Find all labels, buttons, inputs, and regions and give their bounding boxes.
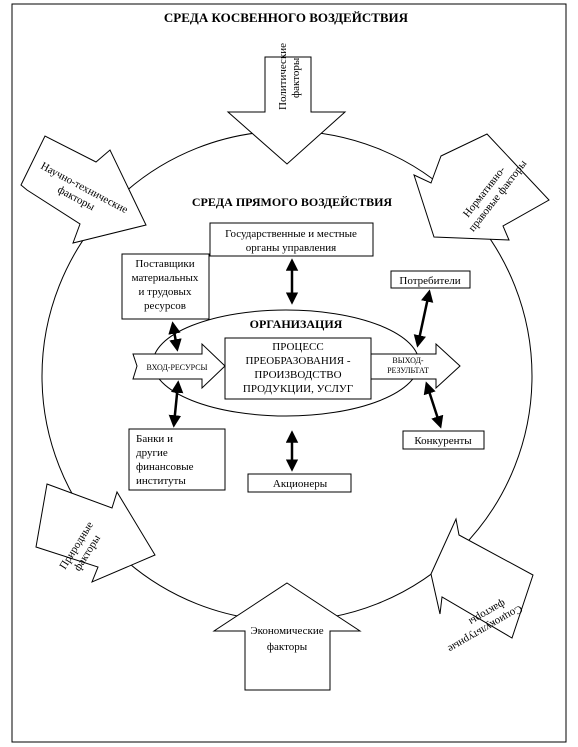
input-label: ВХОД-РЕСУРСЫ	[146, 363, 207, 372]
organization-label: ОРГАНИЗАЦИЯ	[250, 317, 343, 331]
economic-factors-label-1: Экономические	[250, 625, 323, 637]
suppliers-line-3: и трудовых	[139, 286, 192, 298]
suppliers-box	[121, 253, 210, 320]
government-line-2: органы управления	[246, 242, 336, 254]
economic-factors-arrow: Экономические факторы	[212, 582, 362, 691]
political-factors-arrow: Политические факторы	[226, 43, 347, 165]
process-line-2: ПРЕОБРАЗОВАНИЯ -	[245, 355, 350, 367]
banks-line-1: Банки и	[136, 433, 173, 445]
suppliers-line-1: Поставщики	[135, 258, 194, 270]
consumers-connector	[413, 289, 434, 348]
outer-frame	[11, 3, 567, 743]
political-factors-label-2: факторы	[290, 57, 302, 98]
consumers-box	[390, 270, 471, 289]
process-line-3: ПРОИЗВОДСТВО	[254, 369, 341, 381]
process-box	[224, 337, 372, 400]
inner-environment-title: СРЕДА ПРЯМОГО ВОЗДЕЙСТВИЯ	[192, 195, 393, 209]
political-factors-label-1: Политические	[277, 43, 289, 110]
suppliers-connector	[168, 321, 182, 352]
banks-box	[128, 428, 226, 491]
banks-line-4: институты	[136, 475, 186, 487]
scientific-factors-arrow: Научно-технические факторы	[20, 135, 147, 244]
banks-line-2: другие	[136, 447, 168, 459]
banks-connector	[168, 380, 184, 428]
process-line-1: ПРОЦЕСС	[272, 341, 323, 353]
diagram-title: СРЕДА КОСВЕННОГО ВОЗДЕЙСТВИЯ	[164, 10, 409, 25]
shareholders-box	[247, 473, 352, 493]
consumers-label: Потребители	[399, 275, 460, 287]
natural-factors-arrow: Природные факторы	[35, 483, 156, 583]
normative-factors-arrow: Нормативно- правовые факторы	[413, 133, 550, 241]
output-arrow: ВЫХОД- РЕЗУЛЬТАТ	[370, 342, 461, 390]
output-label-2: РЕЗУЛЬТАТ	[387, 366, 429, 375]
competitors-box	[402, 430, 485, 450]
process-line-4: ПРОДУКЦИИ, УСЛУГ	[243, 383, 353, 395]
government-box	[209, 222, 374, 257]
economic-factors-label-2: факторы	[267, 641, 308, 653]
input-arrow: ВХОД-РЕСУРСЫ	[132, 342, 226, 390]
shareholders-label: Акционеры	[273, 478, 328, 490]
sociocultural-factors-arrow: Социокультурные факторы	[430, 517, 534, 655]
competitors-label: Конкуренты	[414, 435, 472, 447]
suppliers-line-4: ресурсов	[144, 300, 186, 312]
competitors-connector	[423, 381, 444, 429]
banks-line-3: финансовые	[136, 461, 194, 473]
suppliers-line-2: материальных	[132, 272, 199, 284]
output-label-1: ВЫХОД-	[392, 356, 424, 365]
government-line-1: Государственные и местные	[225, 228, 357, 240]
